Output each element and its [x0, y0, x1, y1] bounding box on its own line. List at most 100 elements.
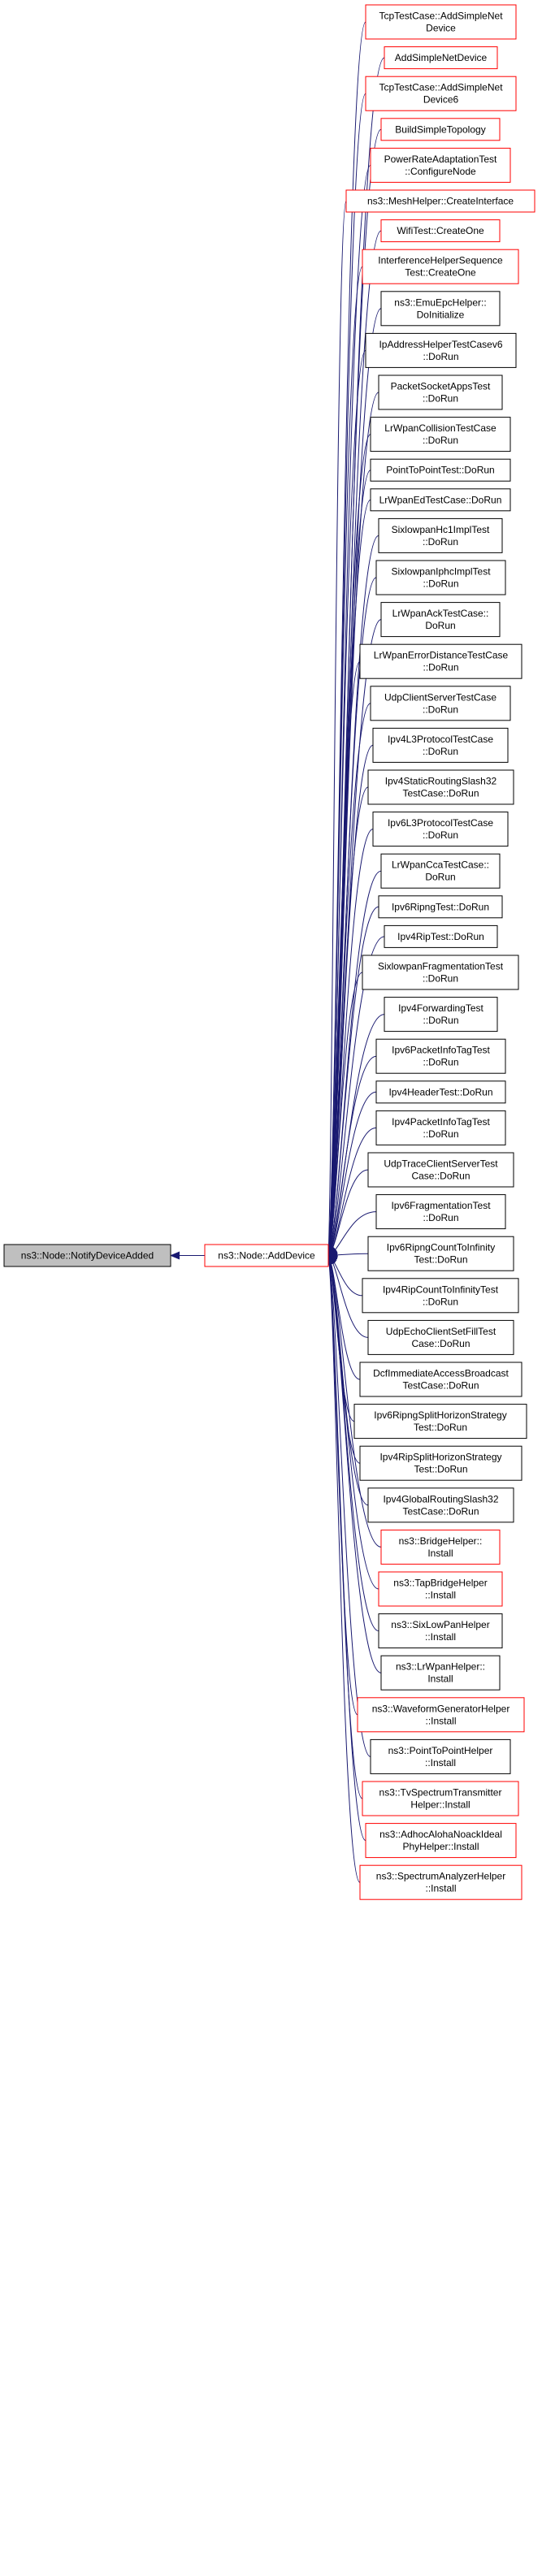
caller-node-box — [375, 560, 506, 595]
caller-node-label-line: Helper::Install — [410, 1799, 470, 1811]
hub-node-label-line: ns3::Node::AddDevice — [218, 1250, 315, 1262]
caller-node[interactable]: Ipv4PacketInfoTagTest::DoRun — [375, 1110, 506, 1145]
caller-node-label-line: DoRun — [425, 872, 455, 883]
caller-node-label-line: Test::CreateOne — [405, 267, 476, 279]
caller-node-label-line: Ipv6RipngSplitHorizonStrategy — [374, 1409, 506, 1421]
caller-node[interactable]: Ipv4HeaderTest::DoRun — [375, 1080, 506, 1104]
caller-node[interactable]: BuildSimpleTopology — [380, 118, 501, 141]
caller-node[interactable]: LrWpanAckTestCase::DoRun — [380, 602, 501, 638]
caller-node[interactable]: SixlowpanHc1ImplTest::DoRun — [378, 517, 503, 553]
caller-node-box — [384, 997, 498, 1033]
caller-node[interactable]: Ipv4RipCountToInfinityTest::DoRun — [362, 1278, 519, 1314]
caller-node-label-line: BuildSimpleTopology — [395, 123, 485, 135]
caller-node-box — [357, 1697, 525, 1733]
caller-node[interactable]: SixlowpanIphcImplTest::DoRun — [375, 560, 506, 595]
caller-node[interactable]: Ipv6RipngTest::DoRun — [378, 895, 503, 919]
caller-node-box — [380, 1529, 501, 1565]
root-node[interactable]: ns3::Node::NotifyDeviceAdded — [3, 1244, 171, 1267]
caller-node-label-line: Ipv4HeaderTest::DoRun — [388, 1086, 492, 1098]
caller-node-label-line: TestCase::DoRun — [402, 1380, 479, 1392]
edge-caller-to-hub — [326, 1254, 371, 1757]
caller-node-label-line: ::DoRun — [423, 1015, 458, 1026]
caller-node[interactable]: ns3::AdhocAlohaNoackIdealPhyHelper::Inst… — [365, 1823, 517, 1859]
caller-node-label-line: UdpClientServerTestCase — [384, 691, 496, 703]
caller-node-label-line: TestCase::DoRun — [402, 1505, 479, 1517]
caller-node[interactable]: LrWpanCollisionTestCase::DoRun — [370, 417, 511, 452]
caller-node[interactable]: SixlowpanFragmentationTest::DoRun — [362, 955, 519, 990]
caller-node[interactable]: ns3::WaveformGeneratorHelper::Install — [357, 1697, 525, 1733]
caller-node-label-line: Ipv4L3ProtocolTestCase — [388, 734, 493, 745]
caller-node-label-line: ::DoRun — [423, 351, 458, 362]
caller-node-box — [380, 291, 501, 327]
caller-node-label-line: Ipv4PacketInfoTagTest — [392, 1116, 490, 1128]
edge-caller-to-hub — [327, 906, 379, 1257]
caller-node-label-line: ns3::EmuEpcHelper:: — [394, 297, 486, 308]
caller-node[interactable]: ns3::SixLowPanHelper::Install — [378, 1613, 503, 1649]
caller-node-label-line: ::DoRun — [423, 578, 458, 590]
caller-node-box — [372, 727, 509, 763]
caller-node[interactable]: LrWpanEdTestCase::DoRun — [370, 488, 511, 512]
caller-node[interactable]: TcpTestCase::AddSimpleNetDevice — [365, 4, 517, 40]
caller-node[interactable]: LrWpanErrorDistanceTestCase::DoRun — [359, 643, 522, 679]
caller-node[interactable]: PowerRateAdaptationTest::ConfigureNode — [370, 147, 511, 183]
caller-node[interactable]: Ipv6PacketInfoTagTest::DoRun — [375, 1038, 506, 1074]
caller-node-label-line: SixlowpanIphcImplTest — [391, 566, 491, 578]
caller-node[interactable]: AddSimpleNetDevice — [384, 46, 498, 70]
caller-node[interactable]: WifiTest::CreateOne — [380, 219, 501, 243]
caller-node-box — [370, 147, 511, 183]
caller-node[interactable]: Ipv6L3ProtocolTestCase::DoRun — [372, 812, 509, 847]
caller-node[interactable]: ns3::LrWpanHelper::Install — [380, 1655, 501, 1691]
caller-node[interactable]: Ipv4L3ProtocolTestCase::DoRun — [372, 727, 509, 763]
caller-node-box — [380, 1655, 501, 1691]
caller-node[interactable]: IpAddressHelperTestCasev6::DoRun — [365, 332, 517, 368]
caller-node-label-line: LrWpanCollisionTestCase — [384, 422, 496, 434]
edge-caller-to-hub — [327, 1091, 377, 1257]
caller-node-label-line: Device — [426, 23, 456, 34]
caller-node[interactable]: PointToPointTest::DoRun — [370, 458, 511, 482]
caller-node-box — [370, 417, 511, 452]
caller-node-label-line: ::ConfigureNode — [405, 166, 476, 177]
caller-node-box — [367, 1152, 514, 1188]
edge-caller-to-hub — [324, 201, 347, 1257]
caller-node-box — [378, 374, 503, 410]
caller-node-label-line: LrWpanEdTestCase::DoRun — [379, 494, 502, 505]
caller-node[interactable]: ns3::MeshHelper::CreateInterface — [345, 189, 535, 213]
caller-node[interactable]: LrWpanCcaTestCase::DoRun — [380, 853, 501, 889]
caller-node[interactable]: ns3::TapBridgeHelper::Install — [378, 1571, 503, 1607]
caller-node-label-line: Ipv6FragmentationTest — [391, 1200, 491, 1211]
caller-node-label-line: Ipv4RipSplitHorizonStrategy — [379, 1452, 501, 1463]
caller-node-label-line: ::DoRun — [423, 1057, 458, 1068]
hub-node[interactable]: ns3::Node::AddDevice — [204, 1244, 329, 1267]
caller-node-label-line: InterferenceHelperSequence — [378, 255, 503, 266]
edge-caller-to-hub — [327, 1251, 369, 1260]
caller-node[interactable]: UdpClientServerTestCase::DoRun — [370, 686, 511, 721]
caller-node[interactable]: ns3::TvSpectrumTransmitterHelper::Instal… — [362, 1781, 519, 1816]
caller-node-box — [384, 46, 498, 70]
caller-node-label-line: ns3::LrWpanHelper:: — [396, 1661, 485, 1673]
edge-caller-to-hub — [327, 1254, 382, 1548]
caller-node[interactable]: ns3::BridgeHelper::Install — [380, 1529, 501, 1565]
caller-node[interactable]: DcfImmediateAccessBroadcastTestCase::DoR… — [359, 1362, 522, 1397]
caller-node[interactable]: Ipv6FragmentationTest::DoRun — [375, 1194, 506, 1230]
caller-node-label-line: ::DoRun — [423, 393, 458, 405]
caller-node[interactable]: InterferenceHelperSequenceTest::CreateOn… — [362, 249, 519, 284]
caller-node[interactable]: ns3::PointToPointHelper::Install — [370, 1738, 511, 1774]
nodes-layer: TcpTestCase::AddSimpleNetDeviceAddSimple… — [3, 4, 535, 1900]
caller-node[interactable]: Ipv4RipTest::DoRun — [384, 924, 498, 948]
caller-node-box — [375, 1194, 506, 1230]
caller-node-label-line: Test::DoRun — [414, 1464, 467, 1475]
caller-node[interactable]: PacketSocketAppsTest::DoRun — [378, 374, 503, 410]
caller-node[interactable]: Ipv4ForwardingTest::DoRun — [384, 997, 498, 1033]
caller-node[interactable]: ns3::EmuEpcHelper::DoInitialize — [380, 291, 501, 327]
caller-node-label-line: PowerRateAdaptationTest — [384, 154, 497, 165]
caller-node[interactable]: ns3::SpectrumAnalyzerHelper::Install — [359, 1864, 522, 1900]
caller-node-box — [380, 602, 501, 638]
